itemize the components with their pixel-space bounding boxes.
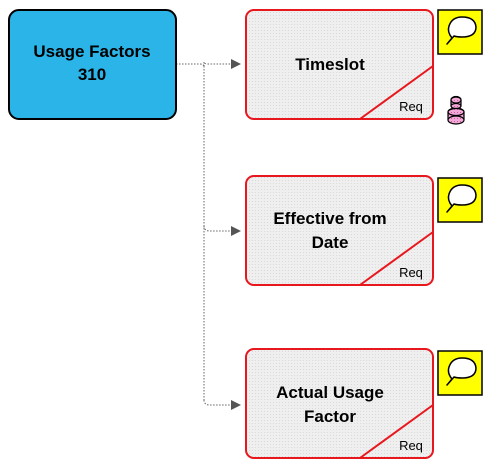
required-label: Req xyxy=(399,99,423,114)
root-title-line2: 310 xyxy=(78,65,106,84)
child-title-line2: Date xyxy=(312,233,349,252)
child-entity-box xyxy=(245,9,434,120)
speech-bubble-icon[interactable] xyxy=(437,9,483,55)
child-title-line1: Timeslot xyxy=(295,55,365,74)
speech-bubble-icon[interactable] xyxy=(437,177,483,223)
root-title-line1: Usage Factors xyxy=(33,42,150,61)
required-corner-line xyxy=(359,404,434,459)
child-entity-box xyxy=(245,348,434,459)
required-label: Req xyxy=(399,438,423,453)
connectors xyxy=(176,59,241,410)
root-entity-box xyxy=(8,9,177,120)
required-corner-line xyxy=(359,65,434,120)
connector-effective-date xyxy=(203,225,241,236)
child-entity-box xyxy=(245,175,434,286)
connector-timeslot xyxy=(176,59,241,69)
child-title-line1: Actual Usage xyxy=(276,383,384,402)
required-label: Req xyxy=(399,265,423,280)
child-entity-timeslot[interactable]: Timeslot Req xyxy=(245,9,434,120)
cylinder-stack-icon xyxy=(447,95,465,125)
child-entity-effective-from-date[interactable]: Effective from Date Req xyxy=(245,175,434,286)
connector-actual-usage xyxy=(203,399,241,410)
child-title-line1: Effective from xyxy=(273,209,386,228)
root-entity-usage-factors[interactable]: Usage Factors 310 xyxy=(8,9,177,120)
required-corner-line xyxy=(359,231,434,286)
child-entity-actual-usage-factor[interactable]: Actual Usage Factor Req xyxy=(245,348,434,459)
child-title-line2: Factor xyxy=(304,407,356,426)
speech-bubble-icon[interactable] xyxy=(437,350,483,396)
